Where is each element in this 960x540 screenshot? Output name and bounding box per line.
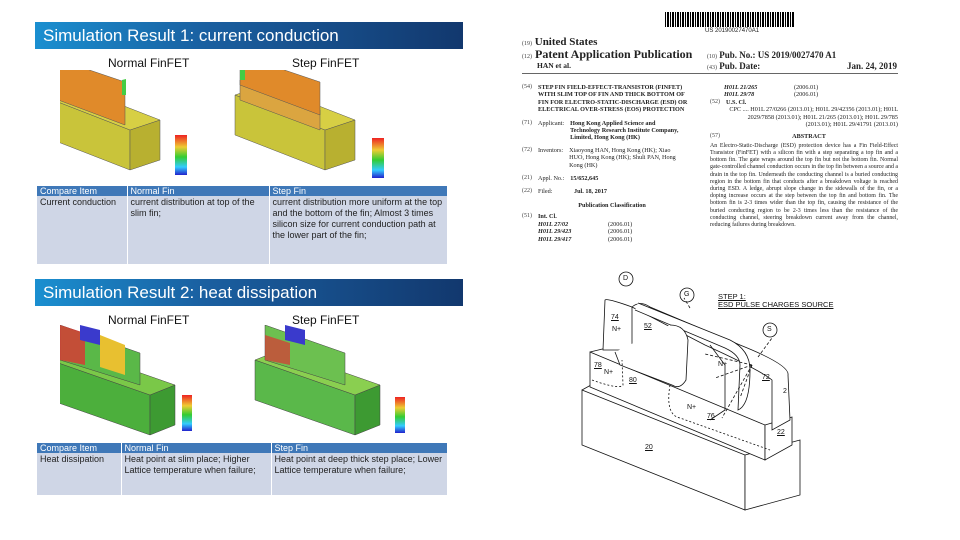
step-label: STEP 1: xyxy=(718,292,746,301)
sim2-normal-label: Normal FinFET xyxy=(108,313,190,327)
code: (10) xyxy=(707,54,717,60)
cell-step-fin: Heat point at deep thick step place; Low… xyxy=(271,453,448,495)
pub-number: US 2019/0027470 A1 xyxy=(757,50,837,60)
header-step-fin: Step Fin xyxy=(269,186,448,196)
sim1-normal-label: Normal FinFET xyxy=(108,56,190,70)
code: (72) xyxy=(522,146,532,153)
code: (22) xyxy=(522,188,532,195)
header-compare-item: Compare Item xyxy=(37,443,122,453)
label-72: 72 xyxy=(762,374,770,381)
code: (43) xyxy=(707,65,717,71)
code: (54) xyxy=(522,84,532,90)
sim2-step-label: Step FinFET xyxy=(292,313,360,327)
intcl-code: H01L 27/02 xyxy=(538,220,569,228)
label-20: 20 xyxy=(645,444,653,451)
label-n-plus: N+ xyxy=(604,369,614,376)
label-80: 80 xyxy=(629,377,637,384)
step-finfet-legend xyxy=(372,138,384,178)
appl-number: 15/652,645 xyxy=(570,175,599,183)
code: (71) xyxy=(522,119,532,126)
label-74: 74 xyxy=(611,314,619,321)
source-terminal xyxy=(762,322,778,338)
step-heat-legend xyxy=(395,397,405,433)
code: (52) xyxy=(710,98,720,105)
normal-heat-legend xyxy=(182,395,192,431)
drain-terminal xyxy=(618,271,634,287)
cell-compare-item: Current conduction xyxy=(37,196,128,264)
normal-finfet-current-render xyxy=(60,70,161,171)
uscl-label: U.S. Cl. xyxy=(726,98,747,106)
intcl-label: Int. Cl. xyxy=(538,213,557,221)
intcl-code: H01L 29/417 xyxy=(538,235,572,243)
intcl-date: (2006.01) xyxy=(608,228,633,236)
label-78: 78 xyxy=(594,362,602,369)
intcl-code: H01L 29/78 xyxy=(724,91,755,99)
finfet-esd-diagram xyxy=(581,271,801,511)
intcl-code: H01L 29/423 xyxy=(538,228,572,236)
abstract-text: An Electro-Static-Discharge (ESD) protec… xyxy=(710,142,898,229)
label-g: G xyxy=(684,291,690,298)
label-52: 52 xyxy=(644,323,652,330)
cpc-classification: CPC .... H01L 27/0266 (2013.01); H01L 29… xyxy=(729,106,898,129)
label-76: 76 xyxy=(707,413,715,420)
intcl-code: H01L 21/265 xyxy=(724,84,758,91)
country: United States xyxy=(534,36,598,48)
sim1-step-label: Step FinFET xyxy=(292,56,360,70)
pub-class-heading: Publication Classification xyxy=(578,201,646,209)
intcl-date: (2006.01) xyxy=(794,91,819,99)
applicant: Hong Kong Applied Science and Technology… xyxy=(570,119,679,142)
barcode xyxy=(665,12,795,27)
abstract-heading: ABSTRACT xyxy=(792,133,826,141)
code: (21) xyxy=(522,175,532,182)
header-normal-fin: Normal Fin xyxy=(121,443,272,453)
barcode-number: US 20190027470A1 xyxy=(705,28,760,34)
patent-title: STEP FIN FIELD-EFFECT-TRANSISTOR (FINFET… xyxy=(538,84,688,114)
authors: HAN et al. xyxy=(537,61,571,70)
sim2-title: Simulation Result 2: heat dissipation xyxy=(35,279,463,306)
code: (51) xyxy=(522,213,532,220)
label-n-plus: N+ xyxy=(687,404,697,411)
header-step-fin: Step Fin xyxy=(271,443,448,453)
header-normal-fin: Normal Fin xyxy=(127,186,270,196)
label-d: D xyxy=(623,275,629,282)
normal-finfet-legend xyxy=(175,135,187,175)
cell-compare-item: Heat dissipation xyxy=(37,453,122,495)
gate-terminal xyxy=(679,287,695,303)
label-n-plus: N+ xyxy=(612,326,622,333)
publication-type: Patent Application Publication xyxy=(535,47,693,61)
label-2: 2 xyxy=(783,388,787,395)
heat-simulation-images xyxy=(60,325,405,436)
intcl-date: (2006.01) xyxy=(608,235,633,243)
code: (12) xyxy=(522,54,532,60)
step-finfet-current-render xyxy=(234,70,356,171)
cell-step-fin: current distribution more uniform at the… xyxy=(269,196,448,264)
pubno-label: Pub. No.: xyxy=(719,50,756,60)
code: (57) xyxy=(710,133,720,140)
intcl-date: (2006.01) xyxy=(794,84,819,91)
cell-normal-fin: Heat point at slim place; Higher Lattice… xyxy=(121,453,272,495)
label-s: S xyxy=(767,326,772,333)
inventors: Xiaoyong HAN, Hong Kong (HK); Xiao HUO, … xyxy=(569,146,676,169)
inventors-label: Inventors: xyxy=(538,146,564,154)
normal-finfet-heat-render xyxy=(60,325,176,436)
pubdate-label: Pub. Date: xyxy=(719,61,761,71)
divider xyxy=(522,73,898,74)
step-finfet-heat-render xyxy=(254,325,381,436)
header-compare-item: Compare Item xyxy=(37,186,128,196)
intcl-date: (2006.01) xyxy=(608,220,633,228)
label-n-plus: N+ xyxy=(718,361,728,368)
sim1-title: Simulation Result 1: current conduction xyxy=(35,22,463,49)
step-description: ESD PULSE CHARGES SOURCE xyxy=(718,300,834,309)
filed-date: Jul. 18, 2017 xyxy=(574,188,608,196)
cell-normal-fin: current distribution at top of the slim … xyxy=(127,196,270,264)
current-simulation-images xyxy=(60,70,384,178)
applicant-label: Applicant: xyxy=(538,119,565,127)
label-22: 22 xyxy=(777,429,785,436)
code: (19) xyxy=(522,41,532,47)
appl-label: Appl. No.: xyxy=(538,175,565,183)
filed-label: Filed: xyxy=(538,188,553,196)
pub-date: Jan. 24, 2019 xyxy=(846,61,897,71)
